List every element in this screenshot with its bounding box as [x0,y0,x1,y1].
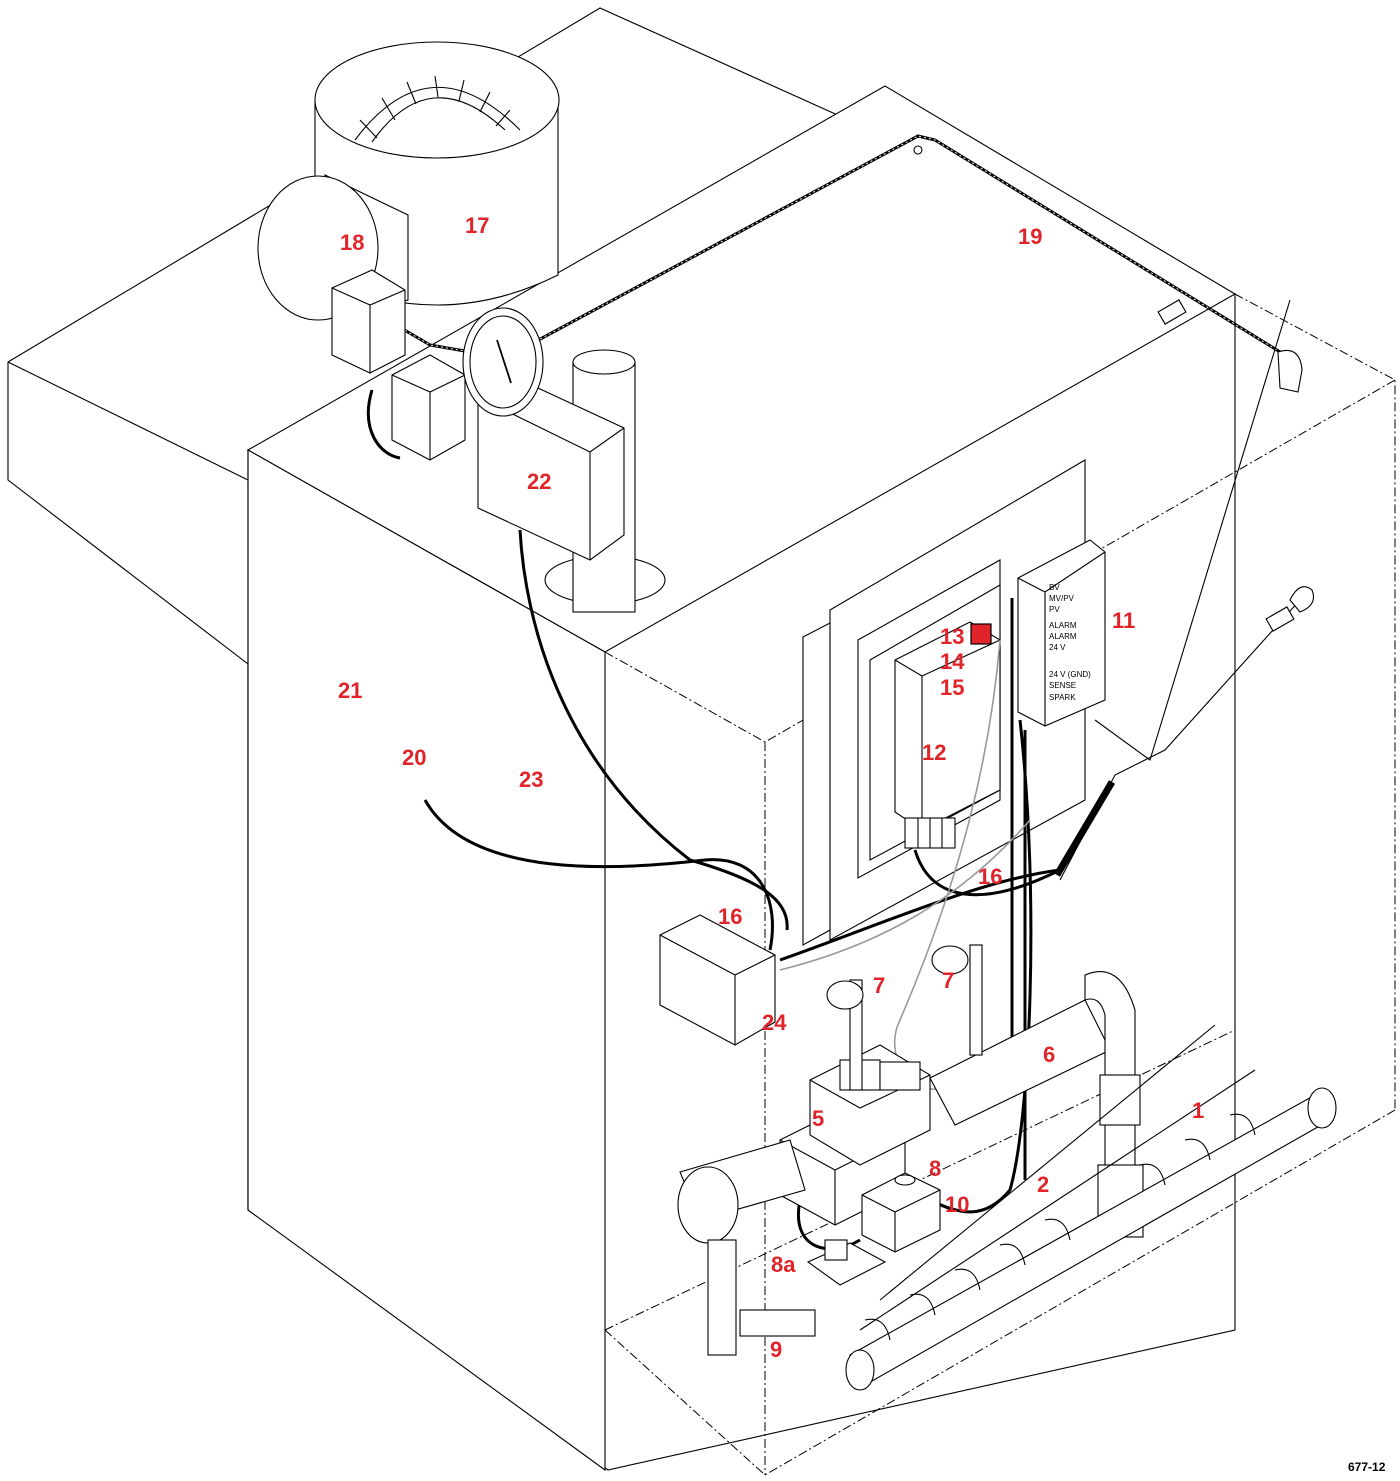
figure-id: 677-12 [1348,1460,1386,1474]
callout-17: 17 [465,213,489,238]
callout-22: 22 [527,469,551,494]
callout-16b: 16 [978,864,1002,889]
burner-manifold [845,1087,1337,1391]
callout-20: 20 [402,745,426,770]
control-box-21 [331,269,406,374]
terminal-bv: BV [1049,583,1060,592]
callout-5: 5 [812,1106,824,1131]
callout-13: 13 [940,624,964,649]
junction-box [659,914,776,1046]
pilot-valve [806,1172,941,1286]
callout-10: 10 [945,1192,969,1217]
burner-tubes [859,1024,1256,1341]
ignition-module [894,621,1001,849]
callout-8: 8 [929,1156,941,1181]
callout-labels: 1 2 5 6 7 7 8 8a 9 10 11 12 13 14 15 16 … [338,213,1204,1362]
callout-24: 24 [762,1010,787,1035]
terminal-board [1017,539,1106,727]
terminal-alarm-2: ALARM [1049,632,1077,641]
callout-6: 6 [1043,1042,1055,1067]
spill-switch-cable [361,134,1303,393]
terminal-mv-pv: MV/PV [1049,594,1075,603]
callout-9: 9 [770,1337,782,1362]
control-box-20 [391,354,466,461]
terminal-sense: SENSE [1049,681,1076,690]
status-indicator-light [970,623,992,645]
main-gas-pipe [677,970,1144,1356]
callout-19: 19 [1018,224,1042,249]
callout-1: 1 [1192,1098,1204,1123]
terminal-labels: BV MV/PV PV ALARM ALARM 24 V 24 V (GND) … [1049,583,1091,702]
callout-18: 18 [340,230,364,255]
terminal-spark: SPARK [1049,693,1076,702]
flame-sensor [1053,299,1315,877]
callout-16a: 16 [718,904,742,929]
callout-23: 23 [519,767,543,792]
callout-11: 11 [1112,608,1135,633]
pilot-tubes [826,944,983,1091]
callout-12: 12 [922,740,946,765]
pressure-gauge [462,307,544,417]
terminal-24v: 24 V [1049,643,1066,652]
callout-21: 21 [338,678,362,703]
callout-15: 15 [940,675,964,700]
callout-7a: 7 [873,973,885,998]
wiring [366,299,1301,1251]
terminal-24v-gnd: 24 V (GND) [1049,670,1091,679]
terminal-pv: PV [1049,605,1060,614]
callout-7b: 7 [942,968,954,993]
callout-14: 14 [940,649,965,674]
callout-2: 2 [1037,1172,1049,1197]
callout-8a: 8a [771,1252,796,1277]
terminal-alarm-1: ALARM [1049,621,1077,630]
